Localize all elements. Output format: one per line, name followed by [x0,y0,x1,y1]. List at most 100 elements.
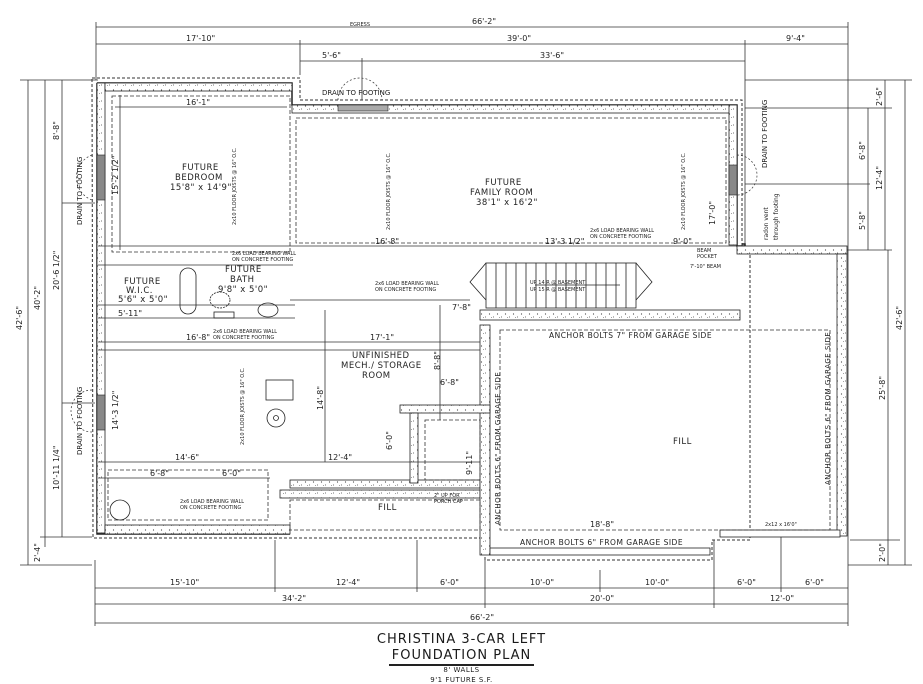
dimension-text-top: 66'-2" 17'-10" 39'-0" 9'-4" 5'-6" 33'-6" [186,17,805,60]
svg-text:34'-2": 34'-2" [282,594,306,603]
svg-text:W.I.C.: W.I.C. [126,286,153,296]
svg-text:ANCHOR BOLTS 6" FROM GARAGE SI: ANCHOR BOLTS 6" FROM GARAGE SIDE [494,372,502,525]
dimension-lines-right [745,79,912,566]
svg-text:ANCHOR BOLTS 7" FROM GARAGE SI: ANCHOR BOLTS 7" FROM GARAGE SIDE [549,331,712,340]
svg-text:ON CONCRETE FOOTING: ON CONCRETE FOOTING [213,335,274,341]
room-labels: FUTURE BEDROOM 15'8" x 14'9" FUTURE FAMI… [118,163,538,381]
interior-dimension-text: 16'-1" 15'-2 1/2" 16'-8" 13'-3 1/2" 9'-0… [111,98,717,529]
svg-text:2'-4": 2'-4" [33,543,42,562]
stairs [469,262,653,309]
svg-text:5'-8": 5'-8" [858,211,867,230]
svg-text:66'-2": 66'-2" [470,613,494,622]
svg-text:33'-6": 33'-6" [540,51,564,60]
svg-text:ANCHOR BOLTS 6" FROM GARAGE SI: ANCHOR BOLTS 6" FROM GARAGE SIDE [824,332,832,485]
svg-text:17'-1": 17'-1" [370,333,394,342]
svg-text:ANCHOR BOLTS 6" FROM GARAGE SI: ANCHOR BOLTS 6" FROM GARAGE SIDE [520,538,683,547]
svg-text:2'-6": 2'-6" [875,87,884,106]
svg-text:6'-0": 6'-0" [805,578,824,587]
svg-text:42'-6": 42'-6" [895,306,904,330]
svg-text:UP 15 R @ BASEMENT: UP 15 R @ BASEMENT [530,287,586,293]
svg-text:20'-6 1/2": 20'-6 1/2" [52,251,61,290]
svg-text:5'-6": 5'-6" [322,51,341,60]
svg-text:15'-2 1/2": 15'-2 1/2" [111,156,120,195]
svg-text:DRAIN TO FOOTING: DRAIN TO FOOTING [76,387,84,455]
svg-text:6'-0": 6'-0" [737,578,756,587]
svg-text:40'-2": 40'-2" [33,286,42,310]
drain-symbols [70,77,758,433]
svg-text:18'-8": 18'-8" [590,520,614,529]
svg-text:9'-0": 9'-0" [673,237,692,246]
svg-text:2x6 LOAD BEARING WALL: 2x6 LOAD BEARING WALL [375,281,439,287]
svg-text:DRAIN TO FOOTING: DRAIN TO FOOTING [322,89,390,97]
svg-text:17'-0": 17'-0" [708,201,717,225]
svg-text:6'-0": 6'-0" [385,431,394,450]
svg-text:FUTURE: FUTURE [182,163,219,173]
svg-text:5'-11": 5'-11" [118,309,142,318]
svg-text:7'-8": 7'-8" [452,303,471,312]
interior-lines [98,95,831,531]
foundation-walls [91,77,848,561]
svg-text:16'-8": 16'-8" [186,333,210,342]
svg-text:2x6 LOAD BEARING WALL: 2x6 LOAD BEARING WALL [180,499,244,505]
future-sf-note: 9'1 FUTURE S.F. [430,676,493,684]
svg-text:25'-8": 25'-8" [878,376,887,400]
plan-subtitle: FOUNDATION PLAN [0,648,923,666]
svg-text:FILL: FILL [673,437,692,447]
svg-text:radon vent: radon vent [763,207,770,240]
svg-text:BEAM: BEAM [697,248,711,254]
svg-text:6'-8": 6'-8" [150,469,169,478]
svg-text:9'8" x 5'0": 9'8" x 5'0" [218,285,268,295]
svg-text:BATH: BATH [230,275,255,285]
svg-text:ON CONCRETE FOOTING: ON CONCRETE FOOTING [375,287,436,293]
svg-text:BEDROOM: BEDROOM [175,173,223,183]
svg-text:2x10 FLOOR JOISTS @ 16" O.C.: 2x10 FLOOR JOISTS @ 16" O.C. [240,367,246,445]
wall-height-note: 8' WALLS [443,666,480,674]
svg-text:6'-8": 6'-8" [858,141,867,160]
svg-text:FUTURE: FUTURE [124,277,161,287]
annotation-labels: DRAIN TO FOOTING EGRESS DRAIN TO FOOTING… [76,22,832,547]
svg-text:2x10 FLOOR JOISTS @ 16" O.C.: 2x10 FLOOR JOISTS @ 16" O.C. [386,152,392,230]
svg-text:2x6 LOAD BEARING WALL: 2x6 LOAD BEARING WALL [232,251,296,257]
dimension-lines-bottom [94,530,849,626]
plan-subtitle-text: FOUNDATION PLAN [388,648,535,666]
svg-text:14'-6": 14'-6" [175,453,199,462]
svg-text:6'-0": 6'-0" [440,578,459,587]
svg-text:FUTURE: FUTURE [485,178,522,188]
svg-text:UP 14 R @ BASEMENT: UP 14 R @ BASEMENT [530,280,586,286]
svg-text:12'-4": 12'-4" [336,578,360,587]
svg-text:2'-0": 2'-0" [878,543,887,562]
svg-text:MECH./ STORAGE: MECH./ STORAGE [341,361,422,371]
svg-text:14'-3 1/2": 14'-3 1/2" [111,391,120,430]
dimension-text-left: 42'-6" 40'-2" 8'-8" 20'-6 1/2" 10'-11 1/… [15,121,61,562]
svg-text:38'1" x 16'2": 38'1" x 16'2" [476,198,538,208]
svg-text:13'-3 1/2": 13'-3 1/2" [545,237,584,246]
svg-text:39'-0": 39'-0" [507,34,531,43]
svg-text:5'6" x 5'0": 5'6" x 5'0" [118,295,168,305]
svg-text:2x10 FLOOR JOISTS @ 16" O.C.: 2x10 FLOOR JOISTS @ 16" O.C. [681,152,687,230]
dimension-lines-top [95,22,849,560]
svg-text:42'-6": 42'-6" [15,306,24,330]
fixtures [109,267,294,521]
svg-text:2" UP FOR: 2" UP FOR [434,493,460,499]
svg-text:9'-11": 9'-11" [465,451,474,475]
svg-text:16'-8": 16'-8" [375,237,399,246]
svg-text:UNFINISHED: UNFINISHED [352,351,410,361]
svg-text:2x12 x 16'0": 2x12 x 16'0" [765,522,797,528]
svg-text:PORCH CAP: PORCH CAP [434,499,463,505]
svg-text:10'-11 1/4": 10'-11 1/4" [52,445,61,490]
svg-text:6'-8": 6'-8" [440,378,459,387]
svg-text:DRAIN TO FOOTING: DRAIN TO FOOTING [76,157,84,225]
plan-title: CHRISTINA 3-CAR LEFT [376,632,547,647]
svg-text:2x10 FLOOR JOISTS @ 16" O.C.: 2x10 FLOOR JOISTS @ 16" O.C. [232,147,238,225]
svg-text:10'-0": 10'-0" [530,578,554,587]
svg-text:EGRESS: EGRESS [350,22,370,28]
svg-text:8'-8": 8'-8" [52,121,61,140]
svg-text:12'-0": 12'-0" [770,594,794,603]
svg-text:14'-8": 14'-8" [316,386,325,410]
svg-text:FAMILY ROOM: FAMILY ROOM [470,188,533,198]
svg-text:66'-2": 66'-2" [472,17,496,26]
svg-text:20'-0": 20'-0" [590,594,614,603]
svg-text:15'8" x 14'9": 15'8" x 14'9" [170,183,232,193]
svg-text:through footing: through footing [773,193,780,240]
